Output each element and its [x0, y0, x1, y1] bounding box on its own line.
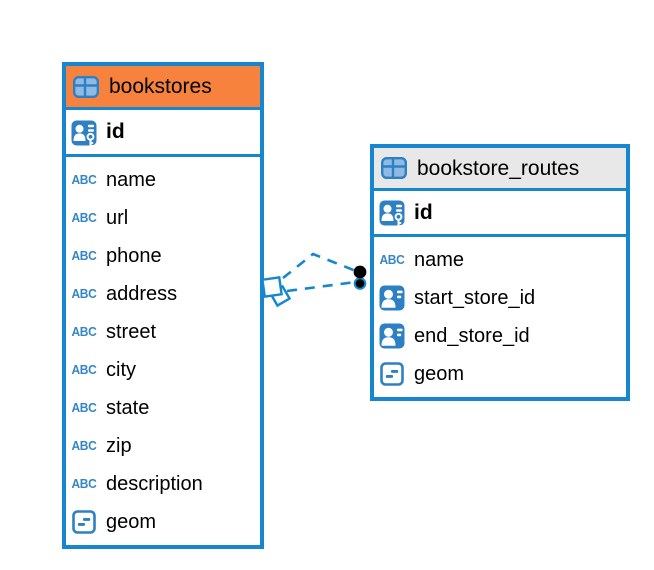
column-name: start_store_id — [414, 286, 536, 309]
text-type-icon: ABC — [71, 476, 97, 492]
table-grid-icon — [380, 157, 408, 179]
column-row[interactable]: geom — [66, 503, 260, 541]
text-type-icon: ABC — [71, 400, 97, 416]
table-header-bookstore-routes[interactable]: bookstore_routes — [374, 148, 626, 191]
column-row[interactable]: start_store_id — [374, 279, 626, 317]
column-name: geom — [106, 510, 157, 533]
column-name: description — [106, 472, 203, 495]
column-name: url — [106, 206, 129, 229]
text-type-icon: ABC — [71, 210, 97, 226]
column-row-pk[interactable]: id — [66, 110, 260, 157]
column-name: state — [106, 396, 150, 419]
geometry-type-icon — [70, 510, 98, 534]
many-end-marker[interactable] — [261, 276, 292, 308]
column-name: name — [106, 168, 157, 191]
table-grid-icon — [72, 76, 100, 98]
text-type-icon: ABC — [71, 438, 97, 454]
primary-key-icon — [378, 197, 406, 228]
column-name: name — [414, 248, 465, 271]
text-type-icon: ABC — [71, 286, 97, 302]
text-type-icon: ABC — [379, 252, 405, 268]
column-name: street — [106, 320, 157, 343]
column-row[interactable]: ABC street — [66, 313, 260, 351]
column-row[interactable]: ABC phone — [66, 237, 260, 275]
column-row[interactable]: ABC state — [66, 389, 260, 427]
text-type-icon: ABC — [71, 248, 97, 264]
column-name: city — [106, 358, 136, 381]
table-title: bookstores — [109, 75, 212, 98]
column-row-pk[interactable]: id — [374, 191, 626, 237]
foreign-key-icon — [378, 323, 406, 349]
column-row[interactable]: ABC description — [66, 465, 260, 503]
column-row[interactable]: geom — [374, 355, 626, 393]
text-type-icon: ABC — [71, 172, 97, 188]
column-list: ABC name start_store_id end_store_id geo… — [374, 237, 626, 397]
table-title: bookstore_routes — [417, 156, 580, 180]
column-name: id — [106, 120, 125, 143]
column-row[interactable]: ABC address — [66, 275, 260, 313]
relationship-line-upper[interactable] — [282, 252, 357, 280]
column-row[interactable]: ABC zip — [66, 427, 260, 465]
table-node-bookstore-routes[interactable]: bookstore_routes id ABC name start_store… — [370, 144, 630, 401]
column-name: zip — [106, 434, 132, 457]
column-name: phone — [106, 244, 162, 267]
one-end-marker[interactable] — [353, 265, 367, 290]
column-row[interactable]: ABC name — [374, 241, 626, 279]
text-type-icon: ABC — [71, 362, 97, 378]
text-type-icon: ABC — [71, 324, 97, 340]
column-name: geom — [414, 362, 465, 385]
column-row[interactable]: end_store_id — [374, 317, 626, 355]
column-row[interactable]: ABC city — [66, 351, 260, 389]
primary-key-icon — [70, 117, 98, 148]
column-name: address — [106, 282, 178, 305]
table-header-bookstores[interactable]: bookstores — [66, 66, 260, 110]
column-row[interactable]: ABC url — [66, 199, 260, 237]
column-name: end_store_id — [414, 324, 530, 347]
geometry-type-icon — [378, 362, 406, 386]
column-row[interactable]: ABC name — [66, 161, 260, 199]
table-node-bookstores[interactable]: bookstores id ABC name ABC url ABC phone… — [62, 62, 264, 549]
column-name: id — [414, 200, 433, 224]
foreign-key-icon — [378, 285, 406, 311]
relationship-line-lower[interactable] — [286, 280, 357, 293]
column-list: ABC name ABC url ABC phone ABC address A… — [66, 157, 260, 545]
